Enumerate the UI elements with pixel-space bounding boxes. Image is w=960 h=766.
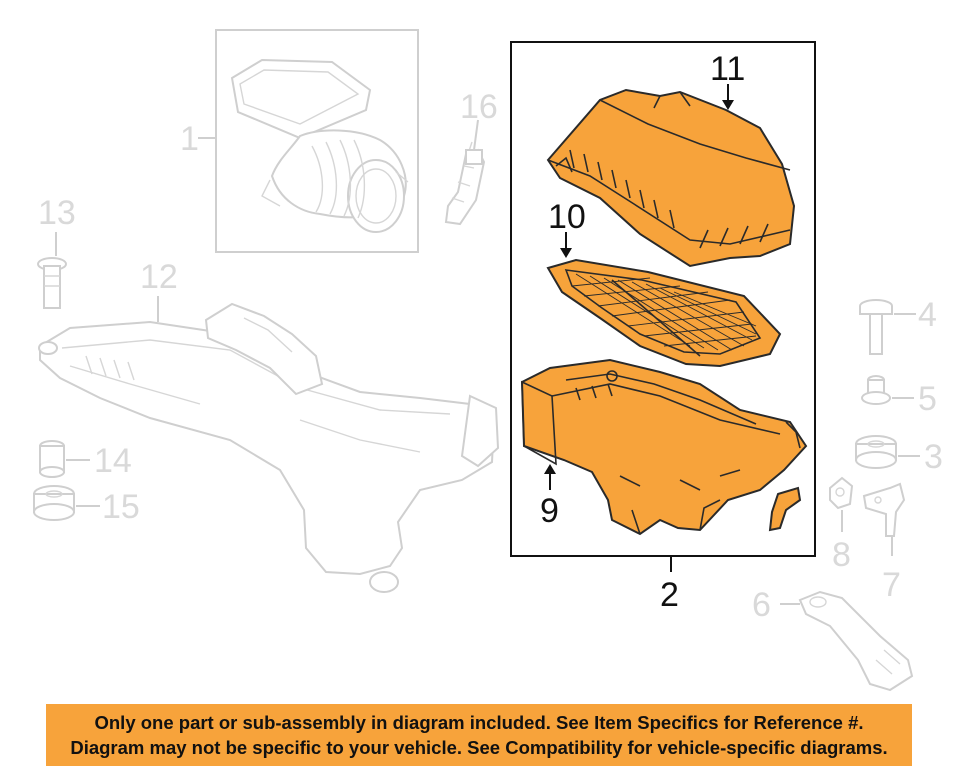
- callout-9: 9: [540, 492, 559, 530]
- disclaimer-line-1: Only one part or sub-assembly in diagram…: [94, 712, 864, 733]
- part-3-grommet: [855, 435, 897, 469]
- part-7-bracket: [862, 482, 906, 537]
- callout-7: 7: [882, 566, 901, 604]
- callout-3: 3: [924, 438, 943, 476]
- part-6-support-bracket: [798, 590, 914, 692]
- callout-10: 10: [548, 198, 586, 236]
- part-8-clip: [829, 476, 854, 510]
- callout-12: 12: [140, 258, 178, 296]
- part-2-assembly-frame: [510, 41, 816, 557]
- part-1-frame: [215, 29, 419, 253]
- part-14-sleeve: [39, 440, 65, 478]
- part-13-bolt: [37, 257, 67, 309]
- callout-6: 6: [752, 586, 771, 624]
- part-4-stud: [859, 299, 893, 355]
- callout-16: 16: [460, 88, 498, 126]
- callout-13: 13: [38, 194, 76, 232]
- callout-2: 2: [660, 576, 679, 614]
- part-11-upper-cover[interactable]: [546, 88, 796, 268]
- callout-4: 4: [918, 296, 937, 334]
- part-12-air-duct: [38, 302, 500, 593]
- part-15-grommet: [33, 485, 75, 521]
- callout-14: 14: [94, 442, 132, 480]
- callout-11: 11: [710, 50, 745, 88]
- part-10-air-filter[interactable]: [546, 258, 782, 368]
- callout-8: 8: [832, 536, 851, 574]
- part-5-bushing: [861, 375, 891, 405]
- callout-1: 1: [180, 120, 199, 158]
- disclaimer-banner: Only one part or sub-assembly in diagram…: [46, 704, 912, 766]
- disclaimer-line-2: Diagram may not be specific to your vehi…: [70, 737, 888, 758]
- part-1-intake-boot: [215, 29, 419, 253]
- part-16-sensor: [444, 141, 486, 226]
- callout-15: 15: [102, 488, 140, 526]
- part-9-lower-housing[interactable]: [520, 358, 808, 536]
- parts-diagram: 1 16 13 12 14 1: [33, 29, 943, 692]
- callout-5: 5: [918, 380, 937, 418]
